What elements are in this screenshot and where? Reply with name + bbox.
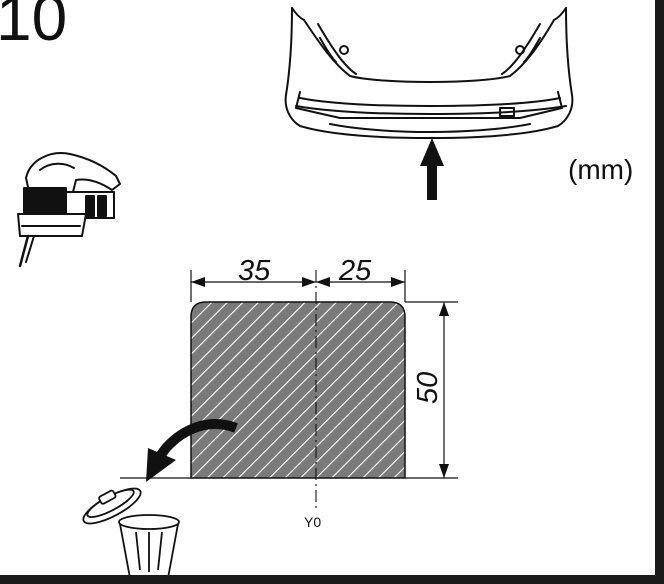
dimension-right-width: 25 bbox=[338, 255, 372, 287]
up-arrow-icon bbox=[420, 138, 444, 200]
axis-label: Y0 bbox=[304, 514, 321, 530]
page-frame-bottom bbox=[0, 575, 664, 584]
hatched-cut-piece bbox=[190, 301, 406, 479]
jigsaw-icon bbox=[17, 152, 121, 268]
discard-arrow-icon bbox=[146, 419, 238, 482]
dimension-arrowheads bbox=[191, 277, 449, 478]
trash-bin-icon bbox=[82, 487, 180, 579]
page-frame-right bbox=[655, 0, 664, 584]
dimension-lines bbox=[120, 270, 458, 479]
dimension-height: 50 bbox=[412, 372, 444, 404]
unit-label: (mm) bbox=[568, 154, 634, 185]
step-number: 10 bbox=[0, 0, 68, 54]
dimension-left-width: 35 bbox=[238, 255, 271, 287]
car-rear-bumper-icon bbox=[284, 7, 574, 139]
